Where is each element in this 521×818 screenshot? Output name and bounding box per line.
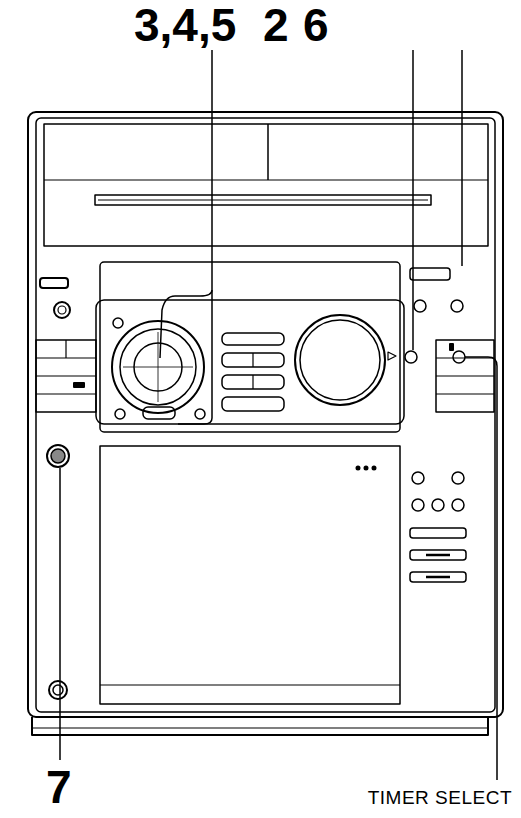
leader-line: [160, 50, 212, 358]
small-button: [195, 409, 205, 419]
small-button: [412, 499, 424, 511]
right-button-mark: [450, 344, 453, 350]
slim-button: [410, 528, 466, 538]
phones-knob-center: [51, 449, 65, 463]
jog-dial-ring: [112, 321, 204, 413]
center-button: [222, 333, 284, 345]
leader-lines: [60, 50, 497, 780]
dial-lever: [143, 407, 175, 419]
callout-number: 6: [303, 2, 329, 48]
center-button: [222, 375, 284, 389]
left-button-line: [65, 340, 66, 358]
callout-number: 3,4,5: [134, 2, 236, 48]
eject-button: [40, 278, 68, 288]
volume-knob: [300, 320, 380, 400]
volume-mark: [388, 352, 396, 360]
dot: [357, 467, 360, 470]
top-divider: [267, 124, 269, 180]
left-button-line: [36, 375, 96, 376]
timer-select-button: [453, 351, 465, 363]
leader-line: [465, 357, 497, 780]
jog-dial: [120, 329, 196, 405]
jack-inner: [53, 685, 63, 695]
callout-number: 2: [263, 2, 289, 48]
small-button: [432, 499, 444, 511]
right-button-block: [436, 340, 494, 412]
jack: [49, 681, 67, 699]
leader-line: [59, 468, 61, 760]
jog-dial-tick: [123, 367, 193, 368]
small-button: [414, 300, 426, 312]
small-button: [113, 318, 123, 328]
center-button-split: [252, 353, 253, 367]
small-button: [451, 300, 463, 312]
slim-button: [410, 550, 466, 560]
base-line: [32, 727, 488, 728]
part-name: TIMER SELECT: [368, 788, 512, 807]
callout-number: 7: [46, 764, 72, 810]
right-button-line: [436, 393, 494, 394]
leader-line: [461, 50, 463, 266]
power-button: [410, 268, 450, 280]
center-button-split: [252, 375, 253, 389]
leader-line: [178, 290, 212, 424]
left-button-line: [36, 393, 96, 394]
center-button: [222, 353, 284, 367]
cabinet: [28, 112, 503, 717]
cassette-door: [100, 446, 400, 704]
cd-slot: [95, 195, 431, 205]
small-button: [115, 409, 125, 419]
left-button-block: [36, 340, 96, 412]
cabinet-inner: [36, 118, 495, 712]
small-button: [452, 472, 464, 484]
center-button: [222, 397, 284, 411]
button-2: [405, 351, 417, 363]
volume-knob-ring: [295, 315, 385, 405]
dot: [373, 467, 376, 470]
left-button-mark: [74, 383, 84, 387]
control-panel: [100, 262, 400, 432]
left-knob-inner: [58, 306, 66, 314]
right-button-line: [436, 375, 494, 376]
left-knob: [54, 302, 70, 318]
slim-button: [410, 572, 466, 582]
control-panel-face: [96, 300, 404, 424]
phones-knob: [47, 445, 69, 467]
small-button: [452, 499, 464, 511]
cassette-door-lip: [100, 684, 400, 685]
top-ledge: [44, 179, 488, 180]
leader-line: [412, 50, 414, 350]
small-button: [412, 472, 424, 484]
base: [32, 717, 488, 735]
top-panel: [44, 124, 488, 246]
slim-button-mark: [426, 576, 450, 579]
cd-slot-inner: [98, 200, 428, 201]
dot: [365, 467, 368, 470]
slim-button-mark: [426, 554, 450, 557]
